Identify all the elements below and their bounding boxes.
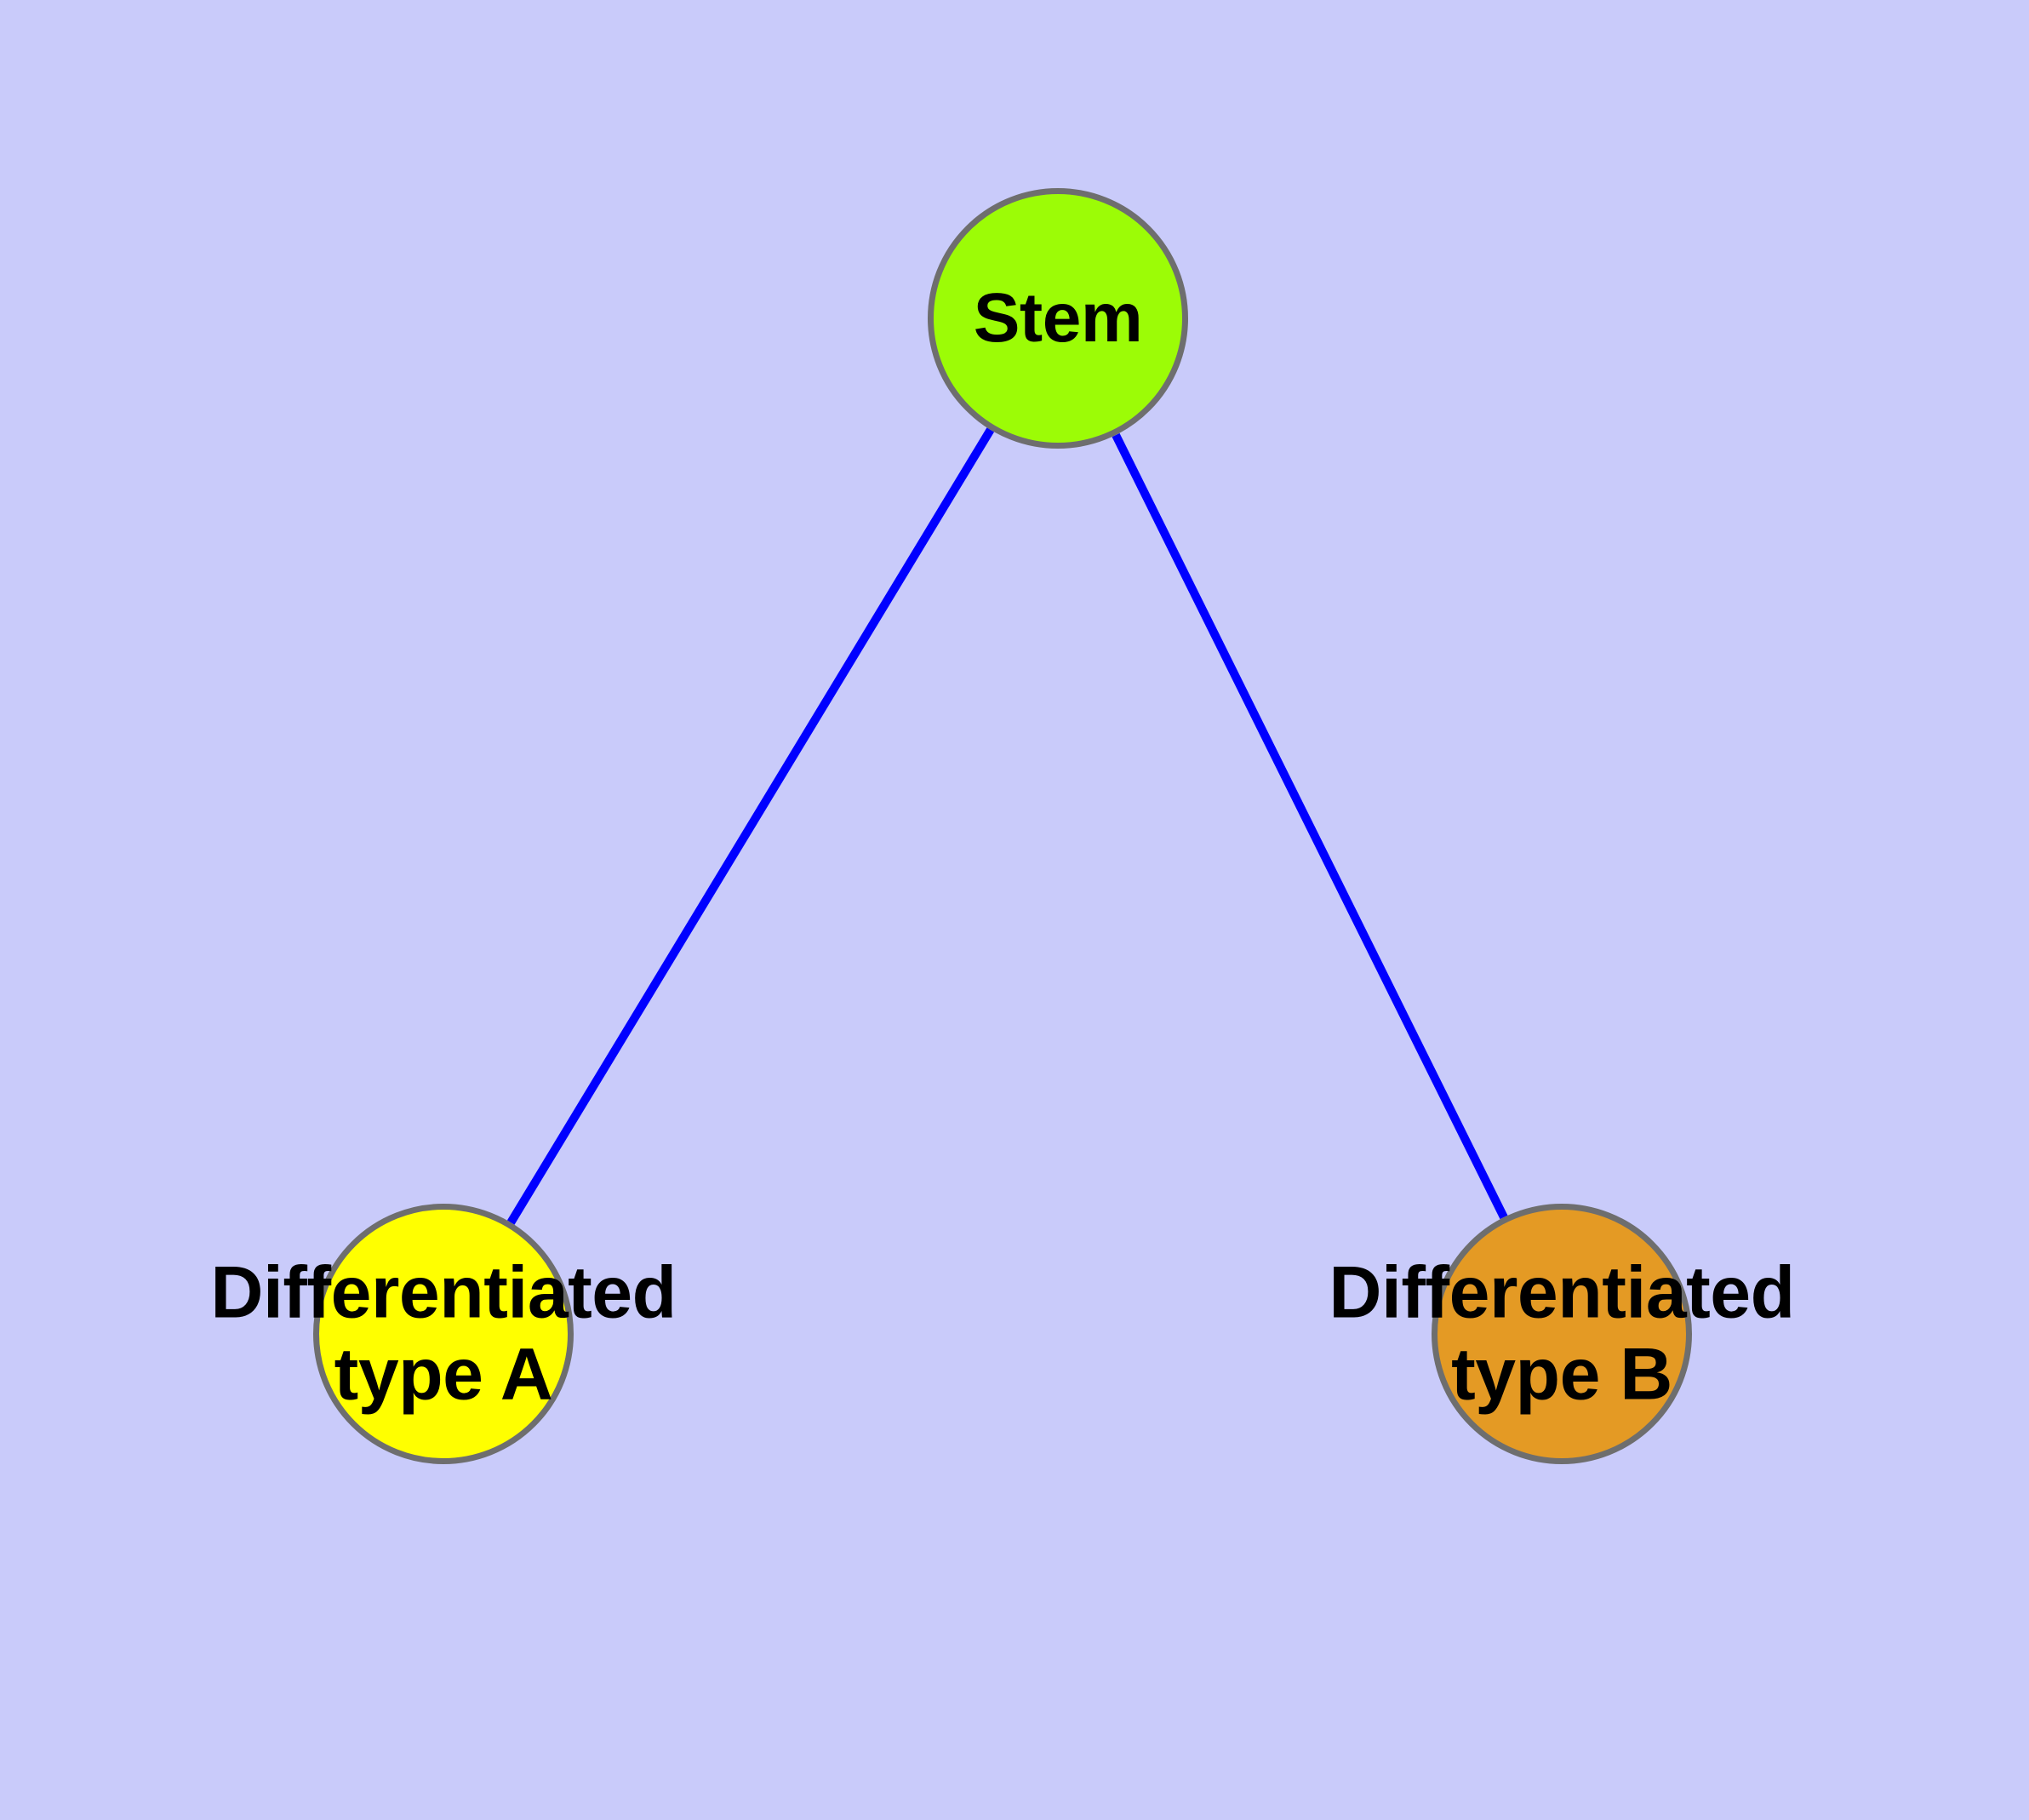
edge-stem-to-differentiated-type-b[interactable] [1112,432,1508,1220]
node-stem[interactable]: Stem [928,188,1188,449]
node-differentiated-type-a[interactable]: Differentiated type A [210,1204,677,1464]
label-line-2: type B [1451,1334,1672,1416]
node-differentiated-type-b-label: Differentiated type B [1329,1251,1795,1417]
label-line-2: type A [334,1334,553,1416]
edge-stem-to-differentiated-type-a[interactable] [506,427,995,1225]
node-stem-label: Stem [973,279,1143,358]
label-line-1: Differentiated [1329,1251,1795,1334]
node-differentiated-type-b[interactable]: Differentiated type B [1329,1204,1795,1464]
label-line-1: Differentiated [210,1251,677,1334]
node-differentiated-type-a-label: Differentiated type A [210,1251,677,1417]
